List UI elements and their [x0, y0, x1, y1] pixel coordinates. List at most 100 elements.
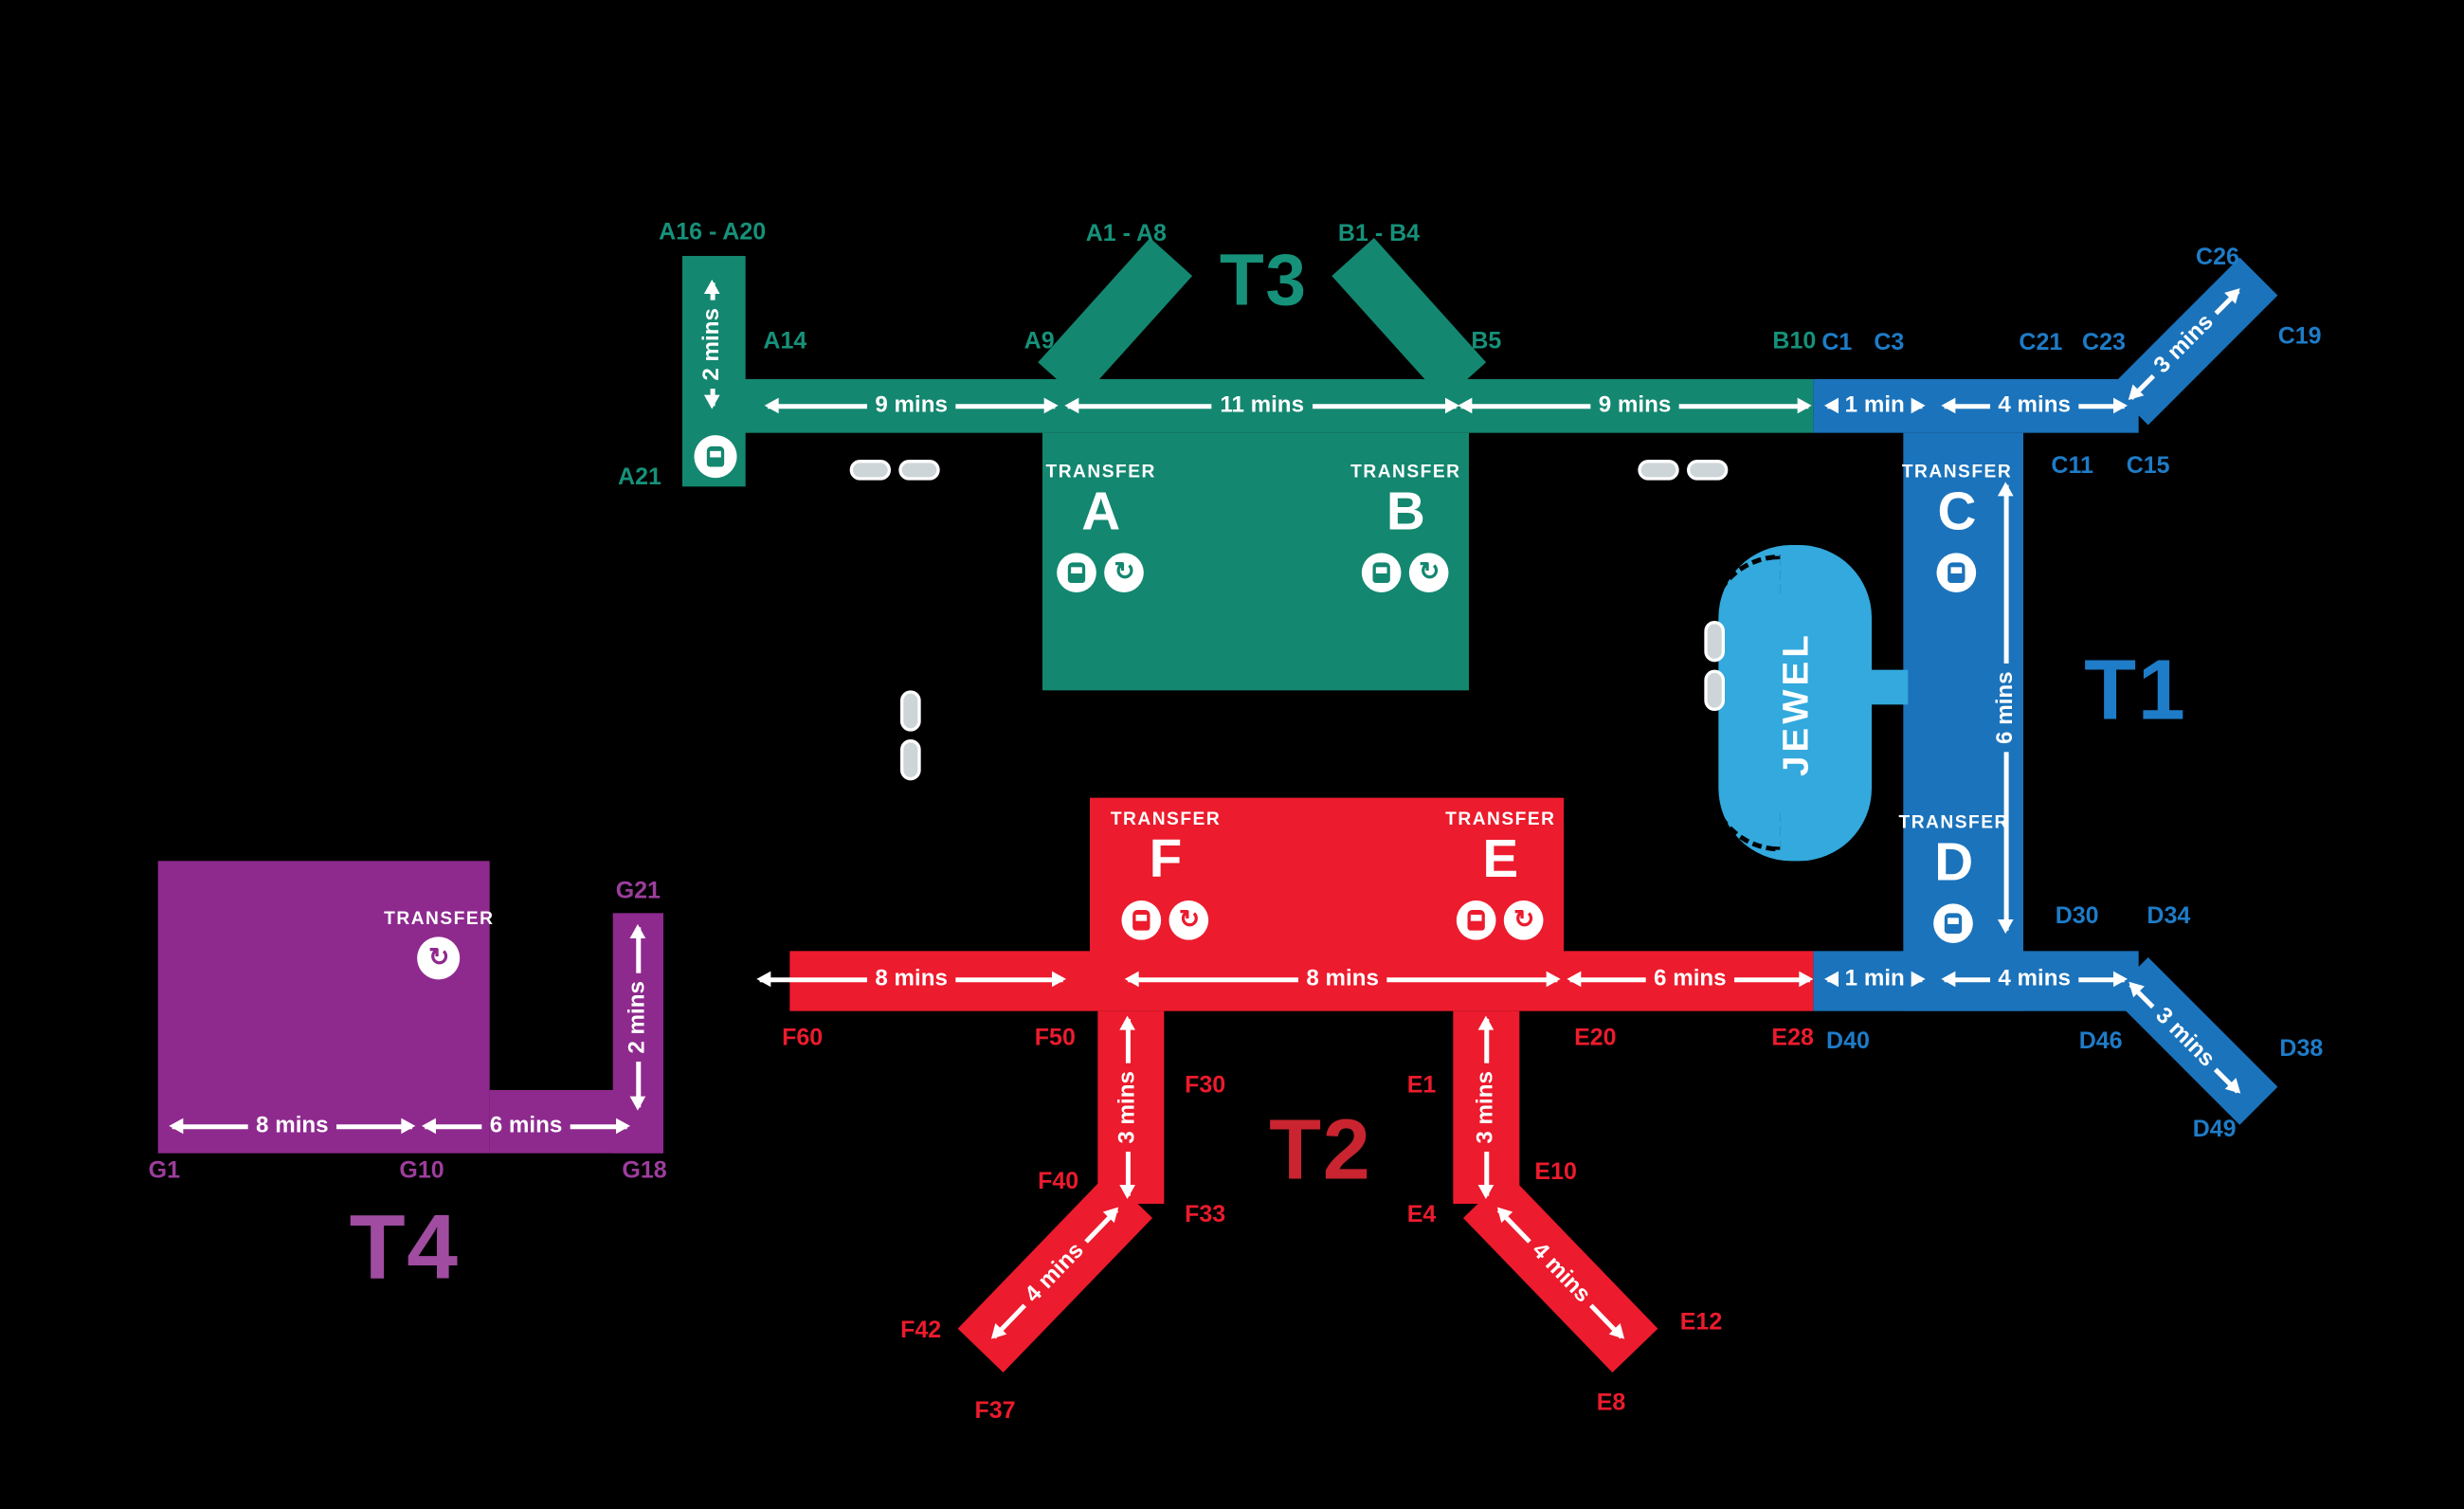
station-icon	[694, 435, 737, 479]
walk-time-b10-c: 1 min	[1827, 394, 1923, 417]
station-icon	[1057, 553, 1097, 593]
gate-label-g10: G10	[399, 1156, 444, 1185]
gate-label-c19: C19	[2277, 322, 2322, 351]
t3-stub-station	[694, 435, 737, 479]
transfer-label: TRANSFER	[1350, 463, 1461, 482]
gate-label-f33: F33	[1185, 1201, 1226, 1228]
transfer-loop-icon: ↻	[1169, 900, 1209, 940]
transfer-point-f: TRANSFER F ↻	[1111, 810, 1221, 940]
gate-label-d46: D46	[2078, 1027, 2123, 1055]
gate-label-d38: D38	[2279, 1035, 2324, 1063]
skytrain-marker-t3-b	[1638, 460, 1729, 481]
station-icon	[1122, 900, 1162, 940]
gate-label-f50: F50	[1034, 1024, 1076, 1052]
transfer-letter: A	[1081, 482, 1121, 542]
skytrain-car-icon	[849, 460, 892, 481]
gate-label-e10: E10	[1534, 1158, 1577, 1186]
gate-label-b1-b4: B1 - B4	[1337, 220, 1421, 247]
skytrain-car-icon	[1687, 460, 1729, 481]
gate-label-g18: G18	[622, 1156, 667, 1185]
train-glyph	[1132, 910, 1151, 931]
gate-label-g21: G21	[615, 877, 661, 905]
station-icon	[1933, 903, 1974, 944]
gate-label-c21: C21	[2019, 329, 2063, 356]
skytrain-marker-jewel	[1704, 621, 1726, 712]
skytrain-marker-t3-a	[849, 460, 940, 481]
gate-label-f60: F60	[782, 1024, 824, 1052]
skytrain-car-icon	[900, 739, 921, 781]
t2-branch-f	[1097, 1010, 1165, 1205]
station-icon	[1362, 553, 1403, 593]
train-glyph	[1373, 562, 1391, 584]
walk-time-f60-f50: 8 mins	[759, 968, 1063, 991]
gate-label-d34: D34	[2147, 902, 2191, 930]
train-glyph	[1068, 562, 1086, 584]
walk-time-c-c23: 4 mins	[1944, 394, 2125, 417]
station-icon	[1937, 553, 1977, 593]
t3-wing-a	[1038, 237, 1193, 401]
walk-time-g1-g10: 8 mins	[172, 1115, 413, 1137]
skytrain-marker-t2-t3	[900, 690, 921, 781]
gate-label-f42: F42	[900, 1317, 942, 1344]
walk-time-e-branch: 3 mins	[1474, 1019, 1498, 1196]
walk-time-b5-b10: 9 mins	[1460, 394, 1809, 417]
train-glyph	[1948, 562, 1966, 584]
gate-label-d30: D30	[2055, 902, 2099, 930]
jewel-label: JEWEL	[1773, 630, 1815, 776]
walk-time-t3-stub: 2 mins	[699, 282, 725, 407]
t4-title: T4	[349, 1195, 460, 1300]
gate-label-g1: G1	[148, 1156, 181, 1185]
gate-label-d40: D40	[1826, 1027, 1870, 1055]
station-icon	[1457, 900, 1497, 940]
t3-wing-b	[1332, 237, 1487, 401]
gate-label-c23: C23	[2082, 329, 2126, 356]
jewel-building: JEWEL	[1718, 545, 1873, 862]
gate-label-d49: D49	[2192, 1116, 2237, 1143]
gate-label-e12: E12	[1679, 1308, 1723, 1336]
transfer-label: TRANSFER	[1110, 810, 1222, 830]
gate-label-f30: F30	[1185, 1071, 1226, 1100]
transfer-point-c: TRANSFER C	[1901, 463, 2013, 593]
gate-label-a14: A14	[763, 327, 807, 355]
skytrain-car-icon	[1638, 460, 1679, 481]
transfer-label: TRANSFER	[384, 910, 495, 930]
walk-time-e20-e28: 6 mins	[1569, 968, 1811, 991]
transfer-loop-icon: ↻	[1104, 553, 1145, 593]
transfer-letter: D	[1934, 832, 1974, 893]
transfer-point-d: TRANSFER D	[1898, 813, 2008, 944]
walk-time-t4-stub: 2 mins	[625, 927, 650, 1108]
walk-time-d40-d: 1 min	[1827, 968, 1923, 991]
gate-label-c26: C26	[2196, 244, 2239, 271]
transfer-point-a: TRANSFER A ↻	[1045, 463, 1155, 593]
transfer-loop-icon: ↻	[417, 936, 461, 980]
walk-time-f50-e20: 8 mins	[1128, 968, 1558, 991]
t1-title: T1	[2084, 643, 2187, 738]
skytrain-car-icon	[900, 690, 921, 732]
transfer-point-e: TRANSFER E ↻	[1445, 810, 1555, 940]
walk-time-e-diagonal: 4 mins	[1491, 1202, 1630, 1345]
gate-label-a21: A21	[618, 464, 661, 491]
gate-label-a1-a8: A1 - A8	[1085, 220, 1167, 247]
transfer-loop-icon: ↻	[1504, 900, 1545, 940]
gate-label-c15: C15	[2126, 452, 2170, 480]
train-glyph	[1468, 910, 1486, 931]
train-glyph	[706, 445, 725, 467]
skytrain-car-icon	[1704, 621, 1726, 663]
gate-label-e4: E4	[1406, 1201, 1437, 1228]
t4-building	[157, 861, 490, 1154]
transfer-loop-icon: ↻	[1409, 553, 1450, 593]
gate-label-e20: E20	[1574, 1024, 1617, 1052]
transfer-label: TRANSFER	[1901, 463, 2013, 482]
gate-label-e1: E1	[1406, 1071, 1437, 1100]
gate-label-f40: F40	[1038, 1168, 1079, 1195]
gate-label-c1: C1	[1821, 329, 1853, 356]
gate-label-a16-a20: A16 - A20	[659, 218, 767, 246]
gate-label-e28: E28	[1771, 1024, 1814, 1052]
t3-main-corridor	[682, 379, 1814, 433]
transfer-point-b: TRANSFER B ↻	[1350, 463, 1461, 593]
gate-label-c3: C3	[1874, 329, 1905, 356]
gate-label-b10: B10	[1772, 327, 1817, 355]
transfer-label: TRANSFER	[1445, 810, 1556, 830]
skytrain-car-icon	[898, 460, 940, 481]
